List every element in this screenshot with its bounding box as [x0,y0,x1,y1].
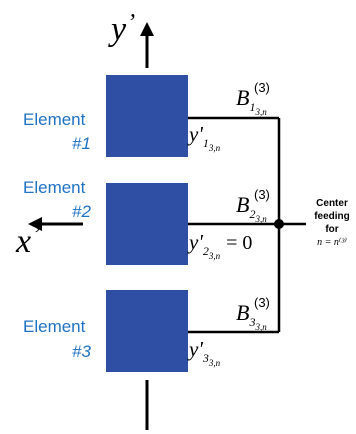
b2-superscript: (3) [254,187,270,202]
x-axis-arrow [28,217,83,231]
y1-label: y'13,n [187,122,221,153]
b2-label: B23,n [236,192,267,224]
center-feed-point [274,219,284,229]
element-3-block [106,290,188,372]
b3-label: B33,n [236,300,267,332]
element-1-number: #1 [72,134,91,153]
element-2-word: Element [23,178,86,197]
center-feeding-line-3: for [325,224,338,235]
b1-superscript: (3) [254,80,270,95]
center-feeding-formula: n = n⁽³⁾ [317,237,347,248]
y2-label: y'23,n= 0 [187,230,252,261]
b1-label: B13,n [236,85,267,117]
y-axis-label: y’ [108,10,135,48]
element-3-number: #3 [72,342,91,361]
center-feeding-line-2: feeding [314,211,350,222]
element-2-block [106,183,188,265]
element-2-number: #2 [72,202,91,221]
y3-label: y'33,n [187,337,221,368]
element-3-word: Element [23,317,86,336]
center-feeding-line-1: Center [316,198,348,209]
y-axis-arrow [140,22,154,68]
x-axis-label: x’ [15,222,40,260]
b3-superscript: (3) [254,295,270,310]
element-1-block [106,75,188,157]
element-1-word: Element [23,110,86,129]
